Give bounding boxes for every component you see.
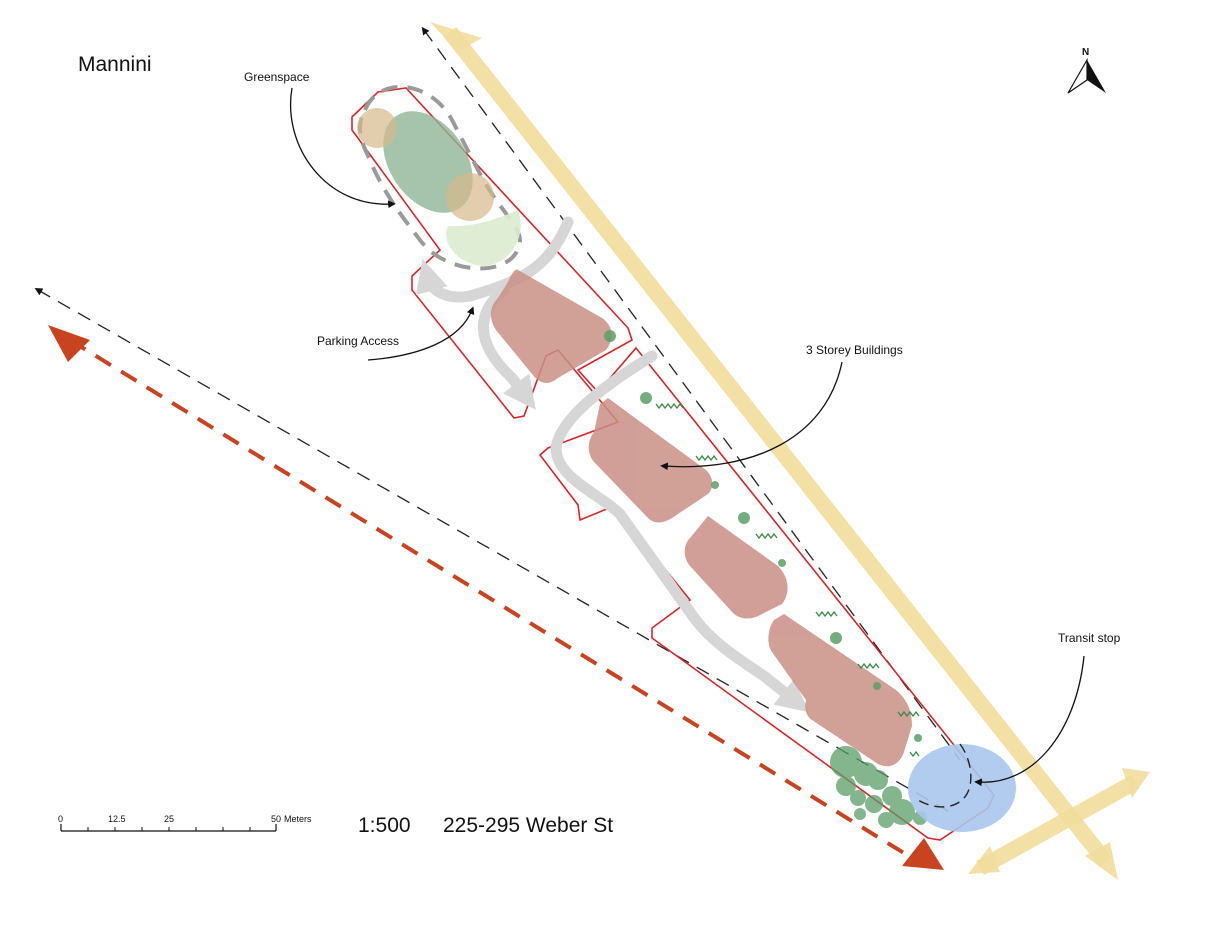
scale-unit: Meters — [284, 814, 312, 824]
parking-callout — [367, 306, 475, 361]
scale-tick-50: 50 — [271, 814, 281, 824]
street-edge-line — [34, 288, 956, 816]
transit-callout — [974, 655, 1085, 787]
cross-road-arrow — [968, 768, 1150, 875]
scale-bar: 0 12.5 25 50 Meters — [58, 814, 312, 832]
greenspace-callout — [290, 87, 396, 209]
traffic-flow-arrow — [48, 325, 944, 870]
scale-tick-0: 0 — [58, 814, 63, 824]
buildings-label: 3 Storey Buildings — [806, 343, 903, 357]
scale-tick-25: 25 — [164, 814, 174, 824]
map-title: Mannini — [78, 53, 152, 76]
buildings-callout — [660, 361, 843, 471]
tree-cluster — [830, 746, 927, 828]
transit-stop-label: Transit stop — [1058, 631, 1121, 645]
north-arrow-icon: N — [1067, 47, 1106, 94]
north-label: N — [1082, 47, 1089, 58]
planting-symbols — [655, 402, 920, 758]
transit-stop — [908, 743, 1016, 832]
site-address: 225-295 Weber St — [443, 814, 613, 837]
greenspace-label: Greenspace — [244, 70, 310, 84]
building-2 — [588, 398, 713, 523]
greenspace-area — [357, 84, 523, 271]
parking-access-label: Parking Access — [317, 334, 399, 348]
building-3 — [684, 516, 788, 619]
callout-arrows — [290, 87, 1085, 787]
scale-ratio: 1:500 — [358, 814, 411, 837]
building-1 — [490, 269, 612, 383]
major-road-arrow — [430, 22, 1118, 880]
buildings — [490, 269, 912, 767]
scale-tick-12-5: 12.5 — [108, 814, 126, 824]
small-trees — [604, 330, 922, 742]
parking-circulation — [415, 216, 810, 713]
building-4 — [768, 614, 912, 767]
property-edge-line — [421, 26, 961, 761]
